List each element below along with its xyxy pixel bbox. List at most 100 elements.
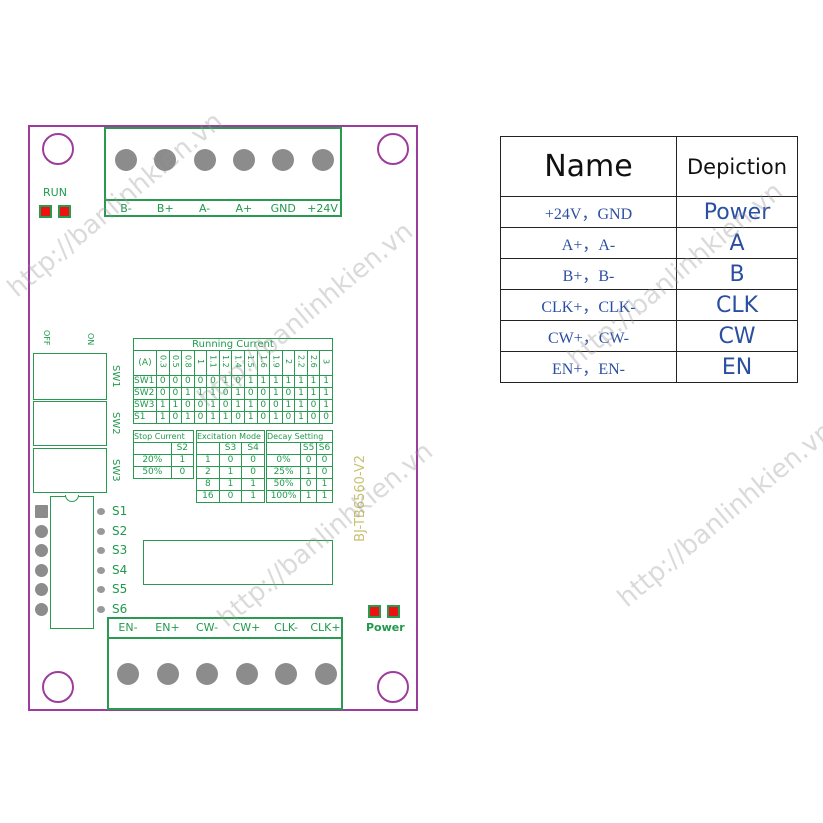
power-label: Power — [366, 621, 405, 634]
table-cell: 1 — [218, 375, 233, 388]
dip-label: S6 — [112, 601, 128, 616]
pin-depiction: CLK — [676, 289, 798, 321]
chip-pad — [35, 505, 48, 518]
column-header — [265, 442, 302, 455]
terminal-label: CW- — [195, 621, 219, 634]
run-led — [58, 205, 71, 218]
current-header: 2.2 — [294, 350, 308, 376]
table-cell: 0 — [243, 387, 258, 400]
current-header: 3 — [319, 350, 333, 376]
switch-sw1[interactable] — [33, 353, 107, 400]
dip-dot — [97, 527, 105, 535]
row-label: SW2 — [133, 387, 157, 400]
mounting-hole — [377, 671, 409, 703]
terminal-label: EN+ — [155, 621, 180, 634]
table-cell: 0 — [256, 387, 271, 400]
table-cell: 0 — [300, 478, 318, 491]
chip-pad — [35, 602, 48, 616]
terminal-pin — [117, 663, 139, 685]
column-header — [196, 442, 220, 455]
current-value: 1.9 — [271, 354, 281, 368]
dip-label: S1 — [112, 504, 128, 518]
table-cell: 1 — [269, 375, 283, 388]
terminal-pin — [154, 149, 177, 171]
on-label: ON — [86, 333, 95, 346]
terminal-pin — [115, 149, 137, 171]
table-cell: 1 — [206, 411, 220, 424]
terminal-label: GND — [270, 202, 296, 215]
column-header: S5 — [300, 442, 318, 455]
current-value: 2.2 — [296, 354, 306, 368]
terminal-pin — [314, 663, 337, 685]
pin-name: +24V，GND — [500, 196, 677, 228]
watermark: http://banlinhkien.vn — [612, 416, 823, 614]
table-cell: 1 — [243, 411, 258, 424]
run-led — [39, 205, 52, 218]
table-cell: 1 — [300, 466, 318, 479]
pin-depiction: CW — [676, 320, 798, 352]
table-cell: 0 — [281, 411, 296, 424]
terminal-label: CLK+ — [310, 621, 341, 634]
chip-pad — [35, 563, 48, 577]
mounting-hole — [377, 133, 409, 165]
table-cell: 0 — [181, 399, 195, 412]
dip-dot — [97, 605, 105, 613]
mounting-hole — [42, 671, 74, 703]
table-cell: 1 — [281, 375, 296, 388]
table-cell: 0 — [168, 375, 183, 388]
table-cell: 20% — [133, 454, 172, 467]
terminal-pin — [196, 663, 218, 685]
pin-name: A+，A- — [500, 227, 677, 259]
table-cell: 0 — [218, 454, 243, 467]
table-cell: 1 — [319, 399, 333, 412]
table-cell: 1 — [269, 387, 283, 400]
off-label: OFF — [42, 330, 51, 346]
terminal-pin — [275, 663, 297, 685]
power-motor-terminal: B-B+A-A+GND+24V — [104, 127, 342, 217]
dip-switch-chip — [50, 495, 94, 629]
chip-pad — [35, 524, 48, 538]
mounting-hole — [42, 133, 74, 165]
table-cell: 0 — [241, 466, 265, 479]
terminal-label: A- — [198, 202, 211, 215]
current-value: 1.4 — [233, 354, 243, 368]
table-cell: 0 — [218, 490, 243, 503]
terminal-label: B+ — [156, 202, 174, 215]
table-cell: 1 — [316, 490, 333, 503]
table-cell: 25% — [265, 466, 302, 479]
power-led — [387, 605, 400, 618]
table-cell: 0 — [300, 454, 318, 467]
terminal-label: A+ — [235, 202, 253, 215]
current-value: 1.2 — [221, 354, 231, 368]
terminal-pin — [272, 149, 295, 171]
table-cell: 1 — [294, 399, 308, 412]
terminal-label: CW+ — [232, 621, 261, 634]
table-cell: 1 — [156, 411, 170, 424]
table-cell: 0 — [168, 411, 183, 424]
current-header: 1.1 — [206, 350, 220, 376]
table-cell: 1 — [294, 375, 308, 388]
chip-pad — [35, 544, 48, 557]
terminal-label: CLK- — [274, 621, 298, 634]
sw3-label: SW3 — [110, 459, 121, 482]
current-header: 0.3 — [156, 350, 170, 376]
table-cell: 0 — [156, 375, 170, 388]
current-value: 2 — [283, 359, 293, 365]
table-cell: 1 — [306, 375, 321, 388]
switch-sw3[interactable] — [33, 448, 107, 493]
table-cell: 0 — [193, 411, 208, 424]
table-cell: 1 — [306, 387, 321, 400]
table-cell: 0 — [168, 387, 183, 400]
table-cell: 0 — [256, 411, 271, 424]
dip-label: S3 — [112, 543, 128, 557]
switch-sw2[interactable] — [33, 401, 107, 446]
table-cell: 50% — [133, 466, 172, 479]
table-cell: 1 — [241, 478, 265, 491]
current-header: 2 — [281, 350, 296, 376]
table-cell: 0% — [265, 454, 302, 467]
table-cell: 1 — [241, 490, 265, 503]
pcb-board — [28, 125, 418, 711]
table-cell: 100% — [265, 490, 302, 503]
column-header: S6 — [316, 442, 333, 455]
